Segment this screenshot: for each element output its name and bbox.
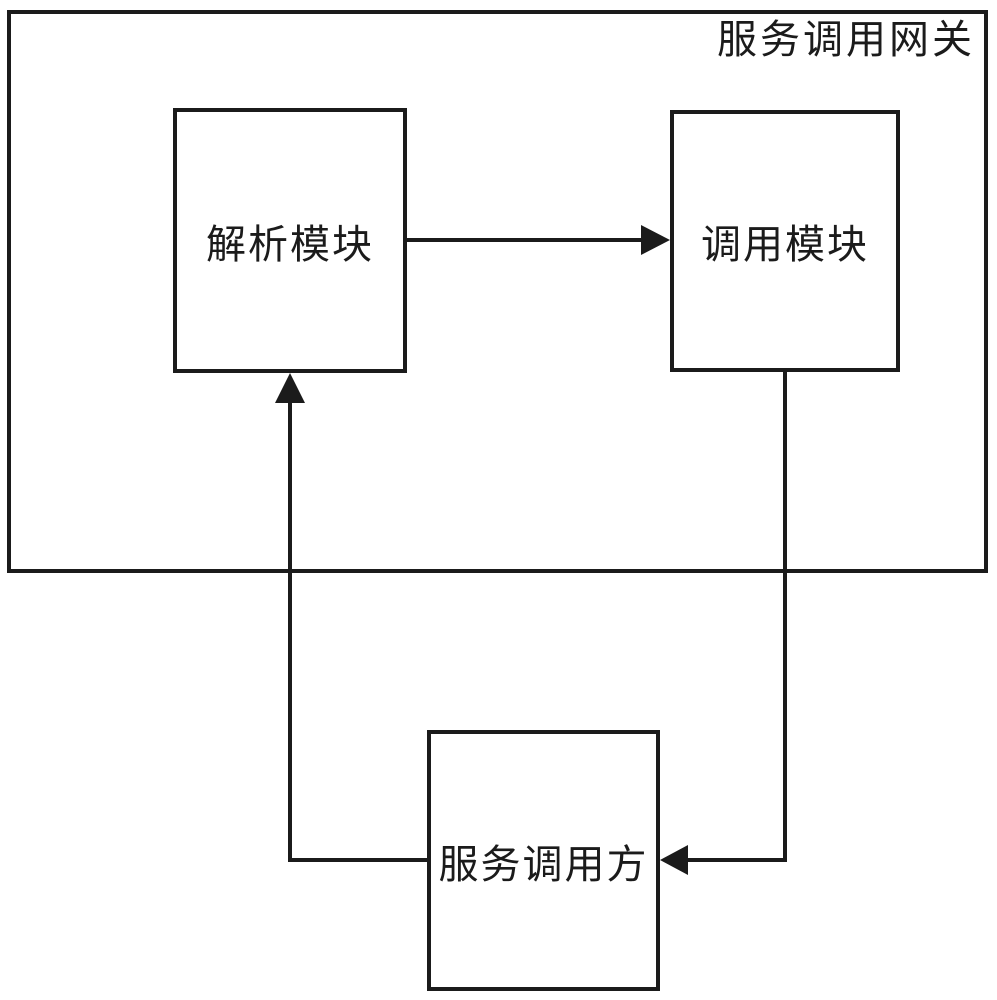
node-service-caller: 服务调用方 xyxy=(427,730,660,991)
edge-parse-to-call-line xyxy=(407,238,645,242)
node-parse-module-label: 解析模块 xyxy=(206,221,374,268)
arrowhead-up-icon xyxy=(275,373,305,403)
edge-caller-to-parse-vertical-line xyxy=(288,400,292,862)
edge-call-to-caller-horizontal-line xyxy=(686,858,787,862)
node-call-module: 调用模块 xyxy=(670,110,900,372)
arrowhead-left-icon xyxy=(660,845,688,875)
edge-caller-to-parse-horizontal-line xyxy=(288,858,427,862)
node-service-caller-label: 服务调用方 xyxy=(438,841,649,888)
node-parse-module: 解析模块 xyxy=(173,108,407,373)
edge-call-to-caller-vertical-line xyxy=(783,372,787,862)
gateway-container-label: 服务调用网关 xyxy=(717,17,975,63)
arrowhead-right-icon xyxy=(641,225,670,255)
gateway-container-box xyxy=(7,10,988,573)
node-call-module-label: 调用模块 xyxy=(701,222,869,268)
